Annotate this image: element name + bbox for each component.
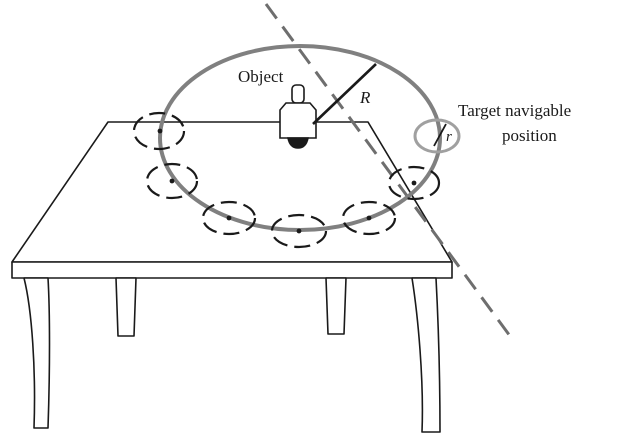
table-leg-back-right (325, 277, 347, 335)
marker-dot (411, 180, 417, 186)
candidate-marker (201, 200, 257, 236)
marker-dot (366, 215, 372, 221)
table-leg-front-left (23, 277, 51, 429)
radius-label: R (359, 88, 371, 107)
table (11, 121, 453, 433)
target-label-line2: position (502, 126, 557, 145)
candidate-marker (145, 162, 199, 200)
target-label-line1: Target navigable (458, 101, 571, 120)
object-icon (279, 84, 317, 149)
radius-line (312, 63, 377, 125)
candidate-marker (341, 200, 397, 236)
marker-dot (296, 228, 302, 234)
object-label: Object (238, 67, 284, 86)
candidate-marker (132, 111, 186, 151)
target-position-circle (413, 118, 461, 154)
small-radius-line (433, 123, 447, 147)
small-radius-label: r (446, 129, 452, 145)
table-top-edge (11, 261, 453, 279)
candidate-marker (270, 213, 328, 249)
marker-dot (157, 128, 163, 134)
candidate-markers (132, 111, 441, 249)
marker-dot (226, 215, 232, 221)
dashed-boundary-line (264, 3, 512, 337)
table-leg-back-left (115, 277, 137, 337)
table-top-surface (11, 121, 453, 263)
table-leg-front-right (411, 277, 441, 433)
candidate-marker-dots (157, 128, 417, 234)
candidate-marker (387, 165, 441, 201)
marker-dot (169, 178, 175, 184)
